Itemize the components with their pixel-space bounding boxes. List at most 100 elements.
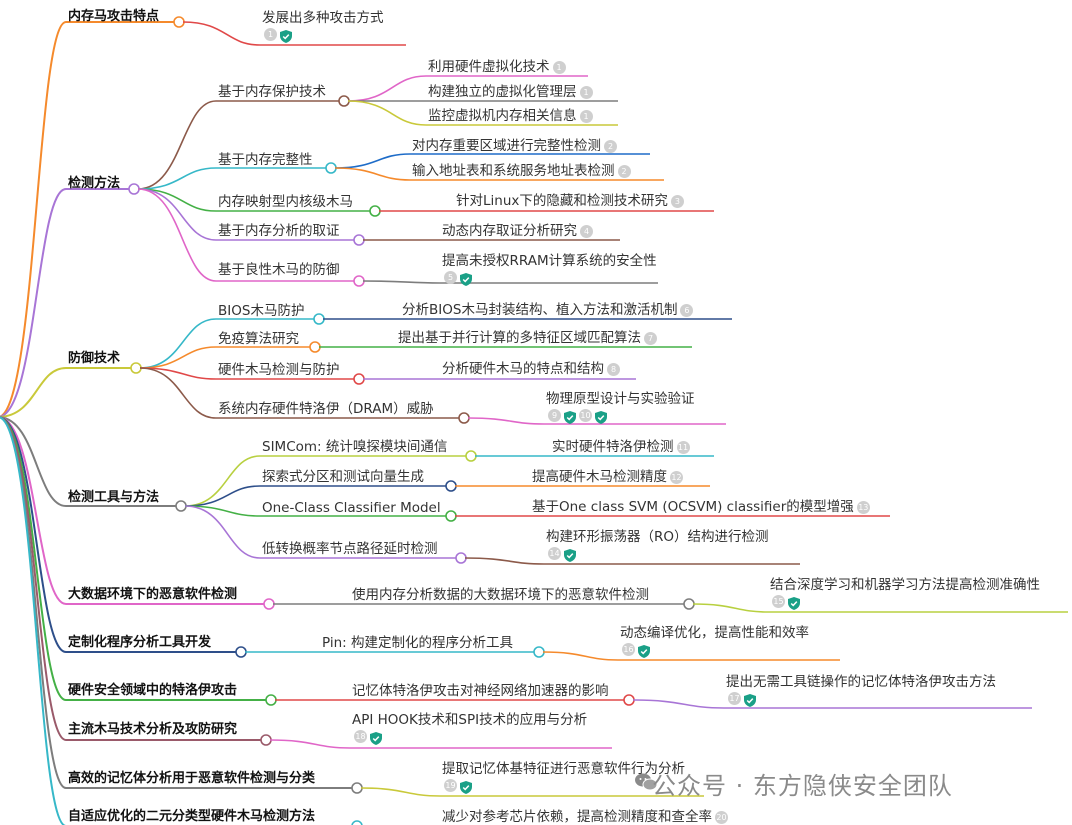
node-circle-n2d [353,234,365,246]
citation-badge[interactable]: 1 [552,61,566,74]
citation-badge[interactable]: 13 [856,501,870,514]
node-label: 使用内存分析数据的大数据环境下的恶意软件检测 [352,587,649,603]
node-label: 探索式分区和测试向量生成 [262,469,424,485]
node-label: 系统内存硬件特洛伊（DRAM）威胁 [218,401,434,417]
citation-badge[interactable]: 18 [354,730,367,743]
citation-badge[interactable]: 1 [264,28,277,41]
connector-n2e1 [362,280,658,284]
node-label: SIMCom: 统计嗅探模块间通信 [262,439,448,455]
topic-label: 大数据环境下的恶意软件检测 [68,587,238,602]
connector-n4d [184,505,460,559]
citation-badge[interactable]: 7 [644,332,657,345]
verified-shield-icon [370,730,382,745]
connector-n1a [182,21,406,46]
connector-n2a1 [347,75,588,102]
topic-label: 硬件安全领域中的特洛伊攻击 [68,683,238,698]
citation-badge[interactable]: 2 [604,140,617,153]
citation-badge[interactable]: 16 [622,643,635,656]
citation-badge[interactable]: 4 [580,225,593,238]
connector-n4 [0,416,180,507]
connector-n5 [0,416,268,605]
node-label: 发展出多种攻击方式 [262,10,384,26]
verified-shield-icon [788,595,800,610]
citation-badge[interactable]: 10 [579,409,592,422]
citation-badge[interactable]: 9 [548,409,561,422]
node-circle-n8 [260,734,272,746]
node-circle-n3a [313,313,325,325]
node-circle-n7 [265,694,277,706]
topic-label: 主流木马技术分析及攻防研究 [68,722,238,737]
citation-badge[interactable]: 1 [579,86,593,99]
node-label: 动态内存取证分析研究 [442,223,577,239]
node-label: 提出基于并行计算的多特征区域匹配算法 [398,330,641,346]
node-circle-n4b [445,480,457,492]
connector-n10 [0,416,356,825]
verified-shield-icon [564,409,576,424]
citation-badge[interactable]: 20 [715,811,728,824]
node-circle-n6a [533,646,545,658]
node-label: 利用硬件虚拟化技术 [428,59,550,75]
citation-badge[interactable]: 14 [548,547,561,560]
citation-badge[interactable]: 12 [670,471,683,484]
connector-n4b [184,485,450,507]
connector-n2a3 [347,100,618,126]
connector-n2a [137,100,343,190]
node-label: 结合深度学习和机器学习方法提高检测准确性 [770,577,1040,593]
citation-badge[interactable]: 6 [680,304,694,317]
node-label: 基于内存保护技术 [218,84,326,100]
connector-n7a1 [632,699,1032,709]
node-circle-n2e [353,275,365,287]
citation-badge[interactable]: 11 [676,441,690,454]
connector-n2b1 [334,153,650,169]
node-circle-n2 [128,183,140,195]
connector-n3c [139,367,358,380]
node-label: 分析BIOS木马封装结构、植入方法和激活机制 [402,302,678,318]
node-label: API HOOK技术和SPI技术的应用与分析 [352,712,588,728]
node-circle-n3d [458,412,470,424]
node-label: 记忆体特洛伊攻击对神经网络加速器的影响 [352,683,609,699]
node-circle-n4d [455,552,467,564]
citation-badge[interactable]: 1 [579,110,593,123]
node-circle-n5a [683,598,695,610]
node-label: BIOS木马防护 [218,303,305,319]
connector-n5a1 [692,603,1068,613]
node-circle-n1 [173,16,185,28]
topic-label: 检测方法 [68,176,121,191]
citation-badge[interactable]: 2 [617,165,631,178]
citation-badge[interactable]: 5 [444,271,457,284]
node-circle-n3c [353,373,365,385]
connector-n4a [184,455,470,507]
topic-label: 自适应优化的二元分类型硬件木马检测方法 [68,809,316,824]
node-label: 内存映射型内核级木马 [218,194,353,210]
connector-n2b2 [334,167,664,181]
connector-n2 [0,188,133,418]
citation-badge[interactable]: 8 [607,363,620,376]
node-label: 提高未授权RRAM计算系统的安全性 [442,253,657,269]
node-label: 基于内存完整性 [218,152,313,168]
node-label: 基于内存分析的取证 [218,223,340,239]
topic-label: 防御技术 [68,351,121,366]
node-circle-n9 [351,782,363,794]
node-label: Pin: 构建定制化的程序分析工具 [322,635,513,651]
node-label: 物理原型设计与实验验证 [546,391,695,407]
node-label: 基于One class SVM (OCSVM) classifier的模型增强 [532,499,854,515]
verified-shield-icon [460,271,472,286]
topic-label: 定制化程序分析工具开发 [68,635,212,650]
citation-badge[interactable]: 19 [444,779,457,792]
connector-n3 [0,367,135,418]
citation-badge[interactable]: 15 [772,595,785,608]
topic-label: 内存马攻击特点 [68,9,160,24]
node-circle-n2b [325,162,337,174]
verified-shield-icon [564,547,576,562]
wechat-icon [635,773,658,791]
connector-n6a1 [542,651,840,661]
citation-badge[interactable]: 3 [670,195,684,208]
node-circle-n4c [445,510,457,522]
node-label: 针对Linux下的隐藏和检测技术研究 [456,193,668,209]
node-label: 实时硬件特洛伊检测 [552,439,674,455]
node-label: 监控虚拟机内存相关信息 [428,108,577,124]
node-circle-n4 [175,500,187,512]
citation-badge[interactable]: 17 [728,692,741,705]
node-circle-n4a [465,450,477,462]
